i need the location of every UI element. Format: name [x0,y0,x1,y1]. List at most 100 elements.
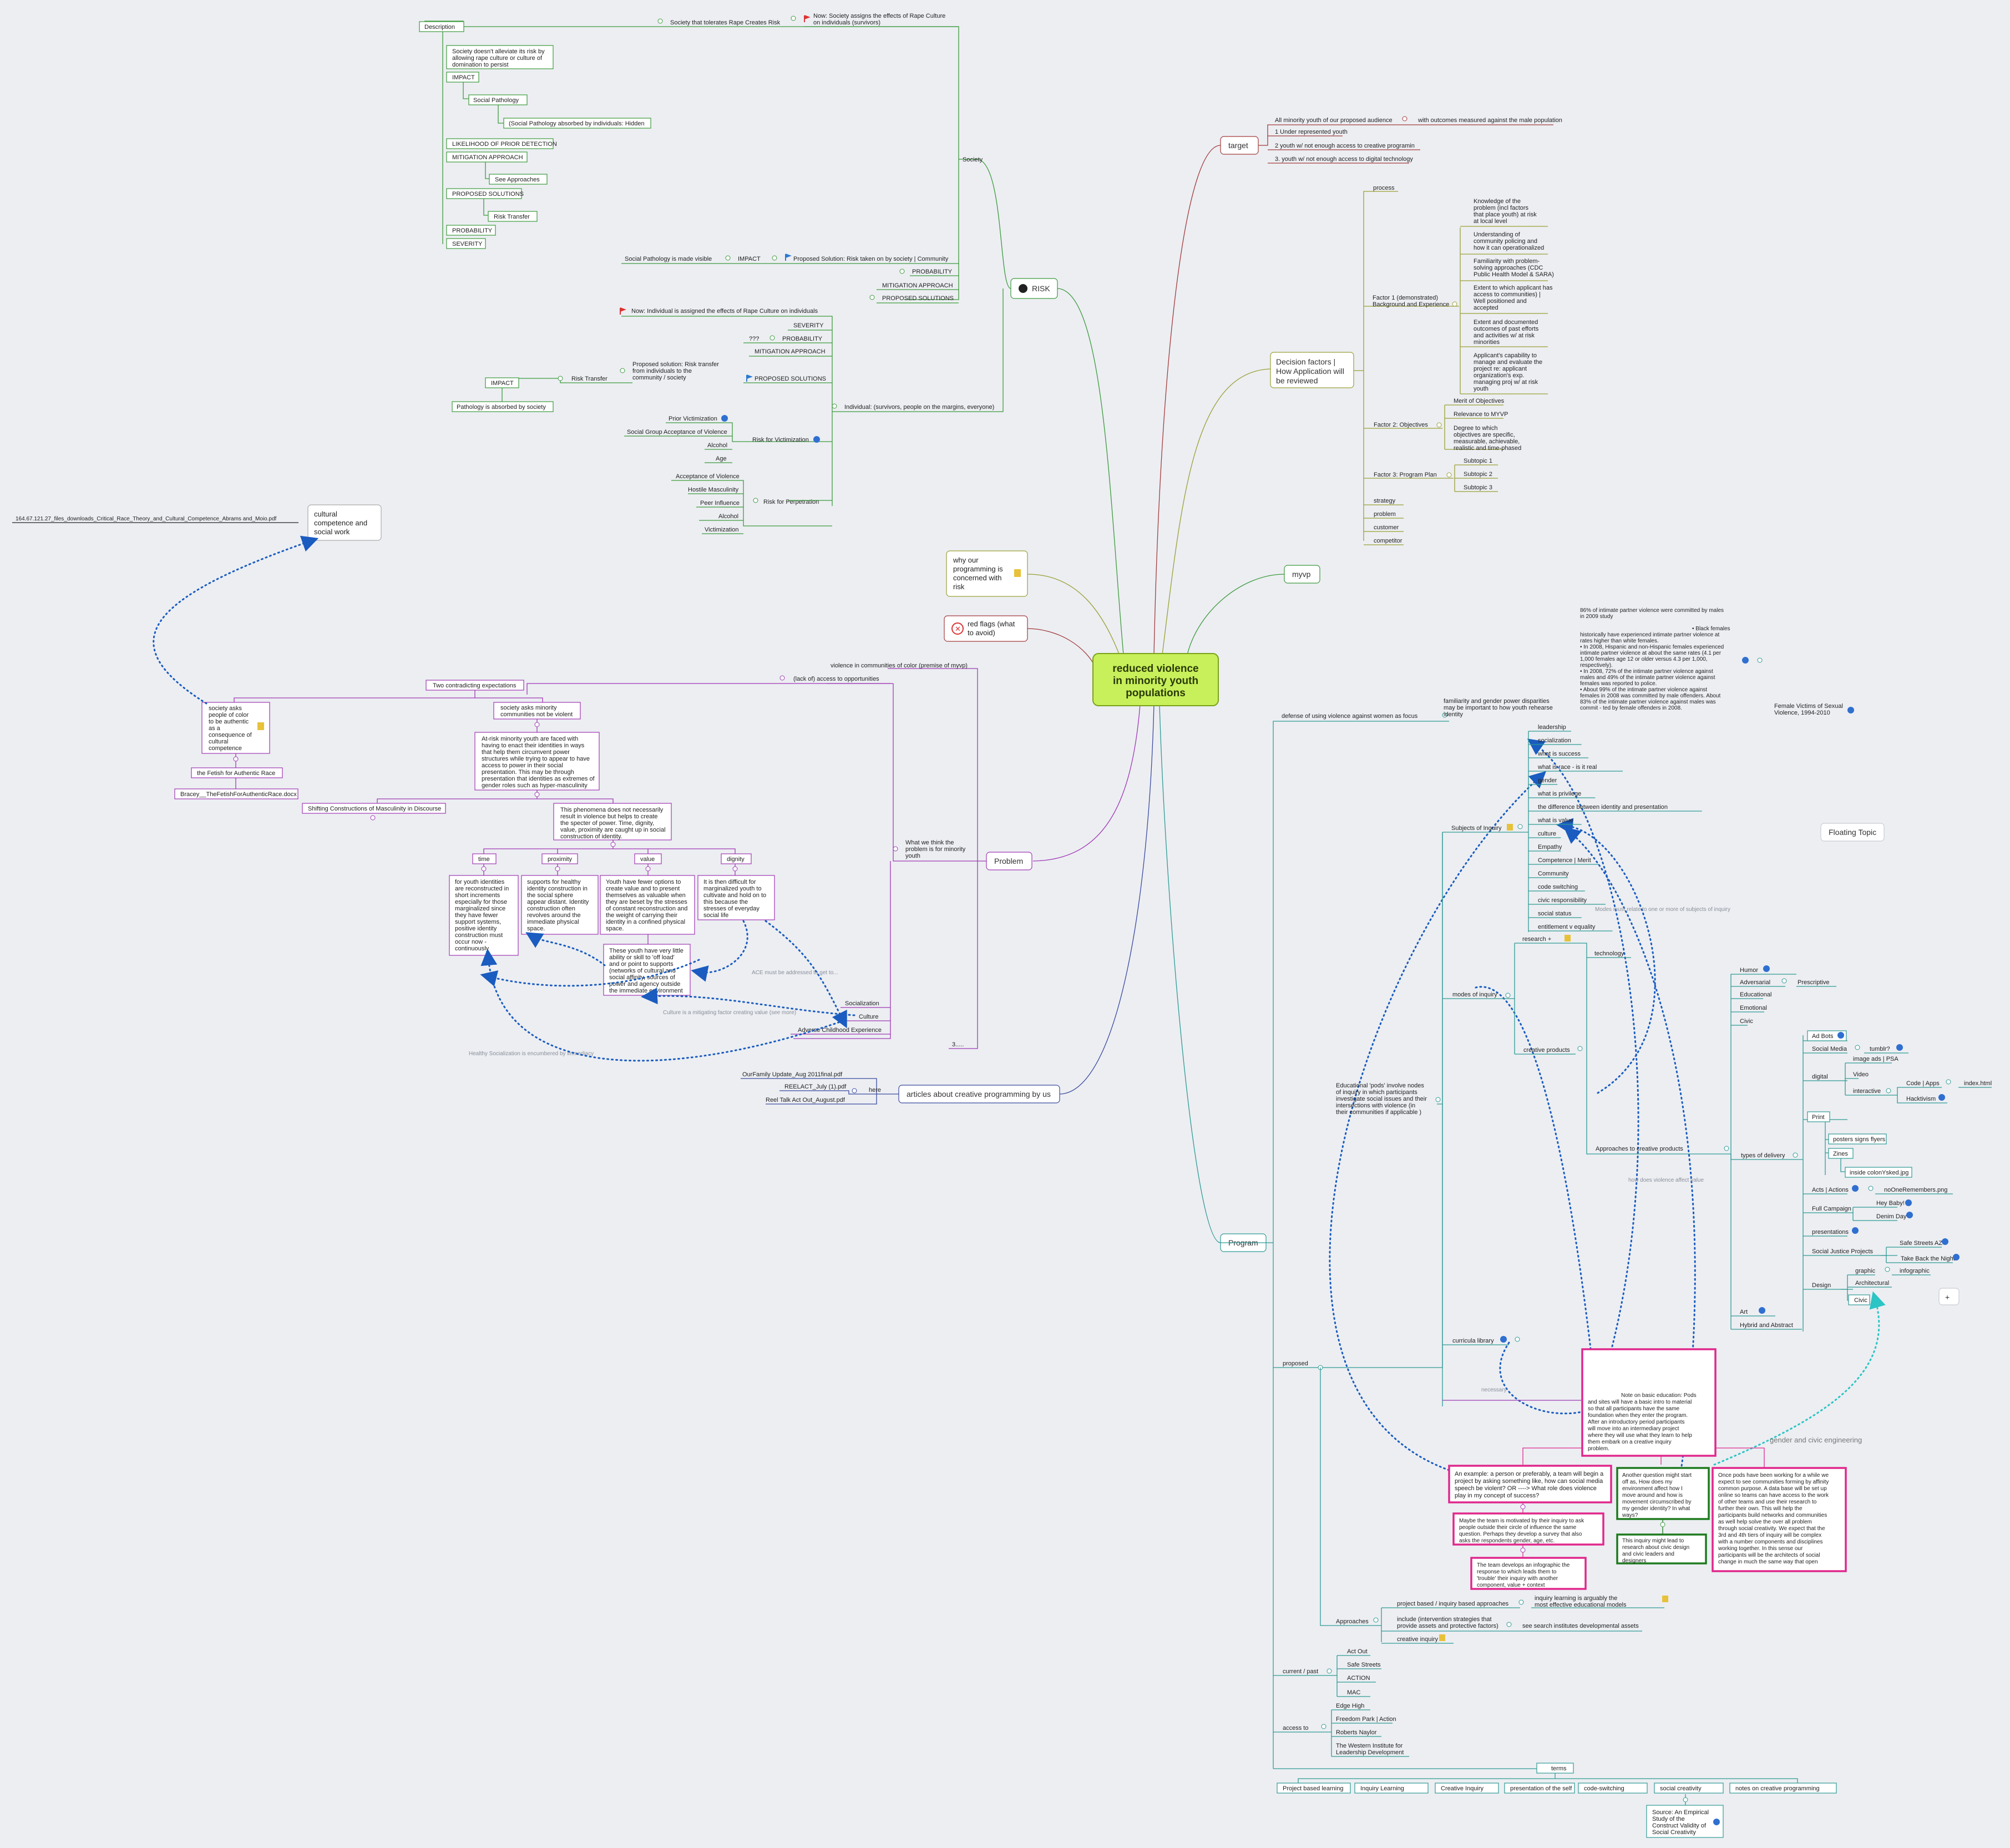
info-icon [721,415,728,422]
svg-text:see search institutes developm: see search institutes developmental asse… [1522,1623,1639,1629]
svg-text:necessary: necessary [1481,1387,1507,1393]
svg-text:86% of intimate partner violen: 86% of intimate partner violence were co… [1580,607,1730,711]
subject-item[interactable]: Community [1538,870,1569,877]
svg-text:Approaches to creative product: Approaches to creative products [1596,1146,1683,1152]
term-box[interactable] [1654,1783,1724,1794]
note-example[interactable]: An example: a person or preferably, a te… [1448,1465,1612,1503]
topic-problem[interactable]: Problem [986,852,1032,870]
svg-text:Society: Society [963,156,983,163]
topic-myvp[interactable]: myvp [1284,565,1320,584]
info-icon [1852,1185,1859,1192]
note-maybe-team[interactable]: Maybe the team is motivated by their inq… [1452,1512,1604,1546]
svg-text:Shifting Constructions of Masc: Shifting Constructions of Masculinity in… [308,806,441,812]
target-branch: All minority youth of our proposed audie… [1258,116,1562,164]
svg-text:Familiarity with problem-solvi: Familiarity with problem-solving approac… [1474,258,1554,278]
subject-item[interactable]: culture [1538,831,1556,837]
term-label: social creativity [1660,1785,1702,1792]
svg-text:SEVERITY: SEVERITY [793,322,824,329]
subject-item[interactable]: social status [1538,910,1572,917]
svg-text:technology: technology [1594,950,1624,957]
add-topic-button[interactable]: + [1938,1288,1960,1305]
risk-individual: Individual: (survivors, people on the ma… [452,288,1004,534]
floating-topic[interactable]: Floating Topic [1820,823,1885,842]
topic-target[interactable]: target [1220,136,1259,155]
topic-articles[interactable]: articles about creative programming by u… [898,1085,1060,1103]
svg-text:2 youth w/ not enough access t: 2 youth w/ not enough access to creative… [1275,143,1415,149]
svg-text:value: value [640,856,655,863]
svg-text:Subtopic 1: Subtopic 1 [1464,458,1492,464]
info-icon [1896,1044,1903,1051]
svg-text:Culture: Culture [859,1014,878,1020]
svg-text:proposed: proposed [1283,1360,1308,1367]
subject-item[interactable]: socialization [1538,737,1571,744]
term-box[interactable] [1504,1783,1575,1794]
subject-item[interactable]: gender [1538,777,1557,784]
svg-text:PROPOSED SOLUTIONS: PROPOSED SOLUTIONS [452,191,524,198]
info-icon [1847,707,1854,713]
svg-text:Adverse Childhood Experience: Adverse Childhood Experience [798,1027,882,1034]
info-icon [1953,1254,1960,1260]
info-icon [1763,965,1770,972]
svg-text:Emotional: Emotional [1740,1005,1767,1011]
svg-text:LIKELIHOOD OF PRIOR DETECTION: LIKELIHOOD OF PRIOR DETECTION [452,141,557,148]
term-box[interactable] [1277,1783,1351,1794]
svg-text:3.....: 3..... [952,1041,964,1048]
subject-item[interactable]: code switching [1538,884,1578,890]
subject-item[interactable]: Competence | Merit [1538,857,1591,864]
subject-item[interactable]: the difference between identity and pres… [1538,804,1668,811]
svg-text:Print: Print [1812,1114,1825,1121]
note-icon [1565,935,1571,941]
term-box[interactable] [1578,1783,1648,1794]
note-once-pods[interactable]: Once pods have been working for a while … [1712,1467,1847,1572]
svg-text:Decision factors |How Applicat: Decision factors |How Application willbe… [1276,357,1344,385]
svg-text:Now: Individual is assigned th: Now: Individual is assigned the effects … [631,308,818,315]
svg-text:competitor: competitor [1374,538,1403,544]
svg-text:The team develops an infograph: The team develops an infographic theresp… [1477,1562,1570,1588]
svg-text:At-risk minority youth are fac: At-risk minority youth are faced withhav… [482,736,595,789]
svg-text:proximity: proximity [548,856,573,863]
svg-text:articles about creative progra: articles about creative programming by u… [907,1090,1051,1098]
svg-text:Educational: Educational [1740,991,1772,998]
svg-text:Hybrid and Abstract: Hybrid and Abstract [1740,1322,1793,1329]
term-box[interactable] [1729,1783,1837,1794]
subject-item[interactable]: what is success [1537,751,1581,757]
svg-text:problem: problem [1374,511,1396,518]
term-box[interactable] [1354,1783,1429,1794]
subject-item[interactable]: what is privilege [1537,791,1581,797]
subject-item[interactable]: what is race - is it real [1537,764,1597,771]
svg-text:Zines: Zines [1833,1151,1848,1157]
subject-item[interactable]: entitlement v equality [1538,924,1596,930]
svg-text:access to: access to [1283,1725,1308,1731]
svg-text:Description: Description [424,24,455,31]
decision-branch: process Factor 1 (demonstrated)Backgroun… [1354,185,1554,545]
subject-item[interactable]: leadership [1538,724,1566,731]
subject-item[interactable]: Empathy [1538,844,1562,850]
info-icon [1742,657,1749,664]
svg-text:An example: a person or prefe: An example: a person or preferably, a te… [1455,1471,1604,1499]
subject-item[interactable]: civic responsibility [1538,897,1587,904]
subject-item[interactable]: what is value [1537,817,1573,824]
svg-text:Alcohol: Alcohol [718,513,738,520]
svg-text:Individual: (survivors, people: Individual: (survivors, people on the ma… [844,404,994,411]
svg-text:Modes must relate to one or mo: Modes must relate to one or more of subj… [1595,907,1730,913]
topic-risk[interactable]: RISK [1010,278,1058,299]
svg-text:Age: Age [716,455,727,462]
term-box[interactable] [1435,1783,1499,1794]
